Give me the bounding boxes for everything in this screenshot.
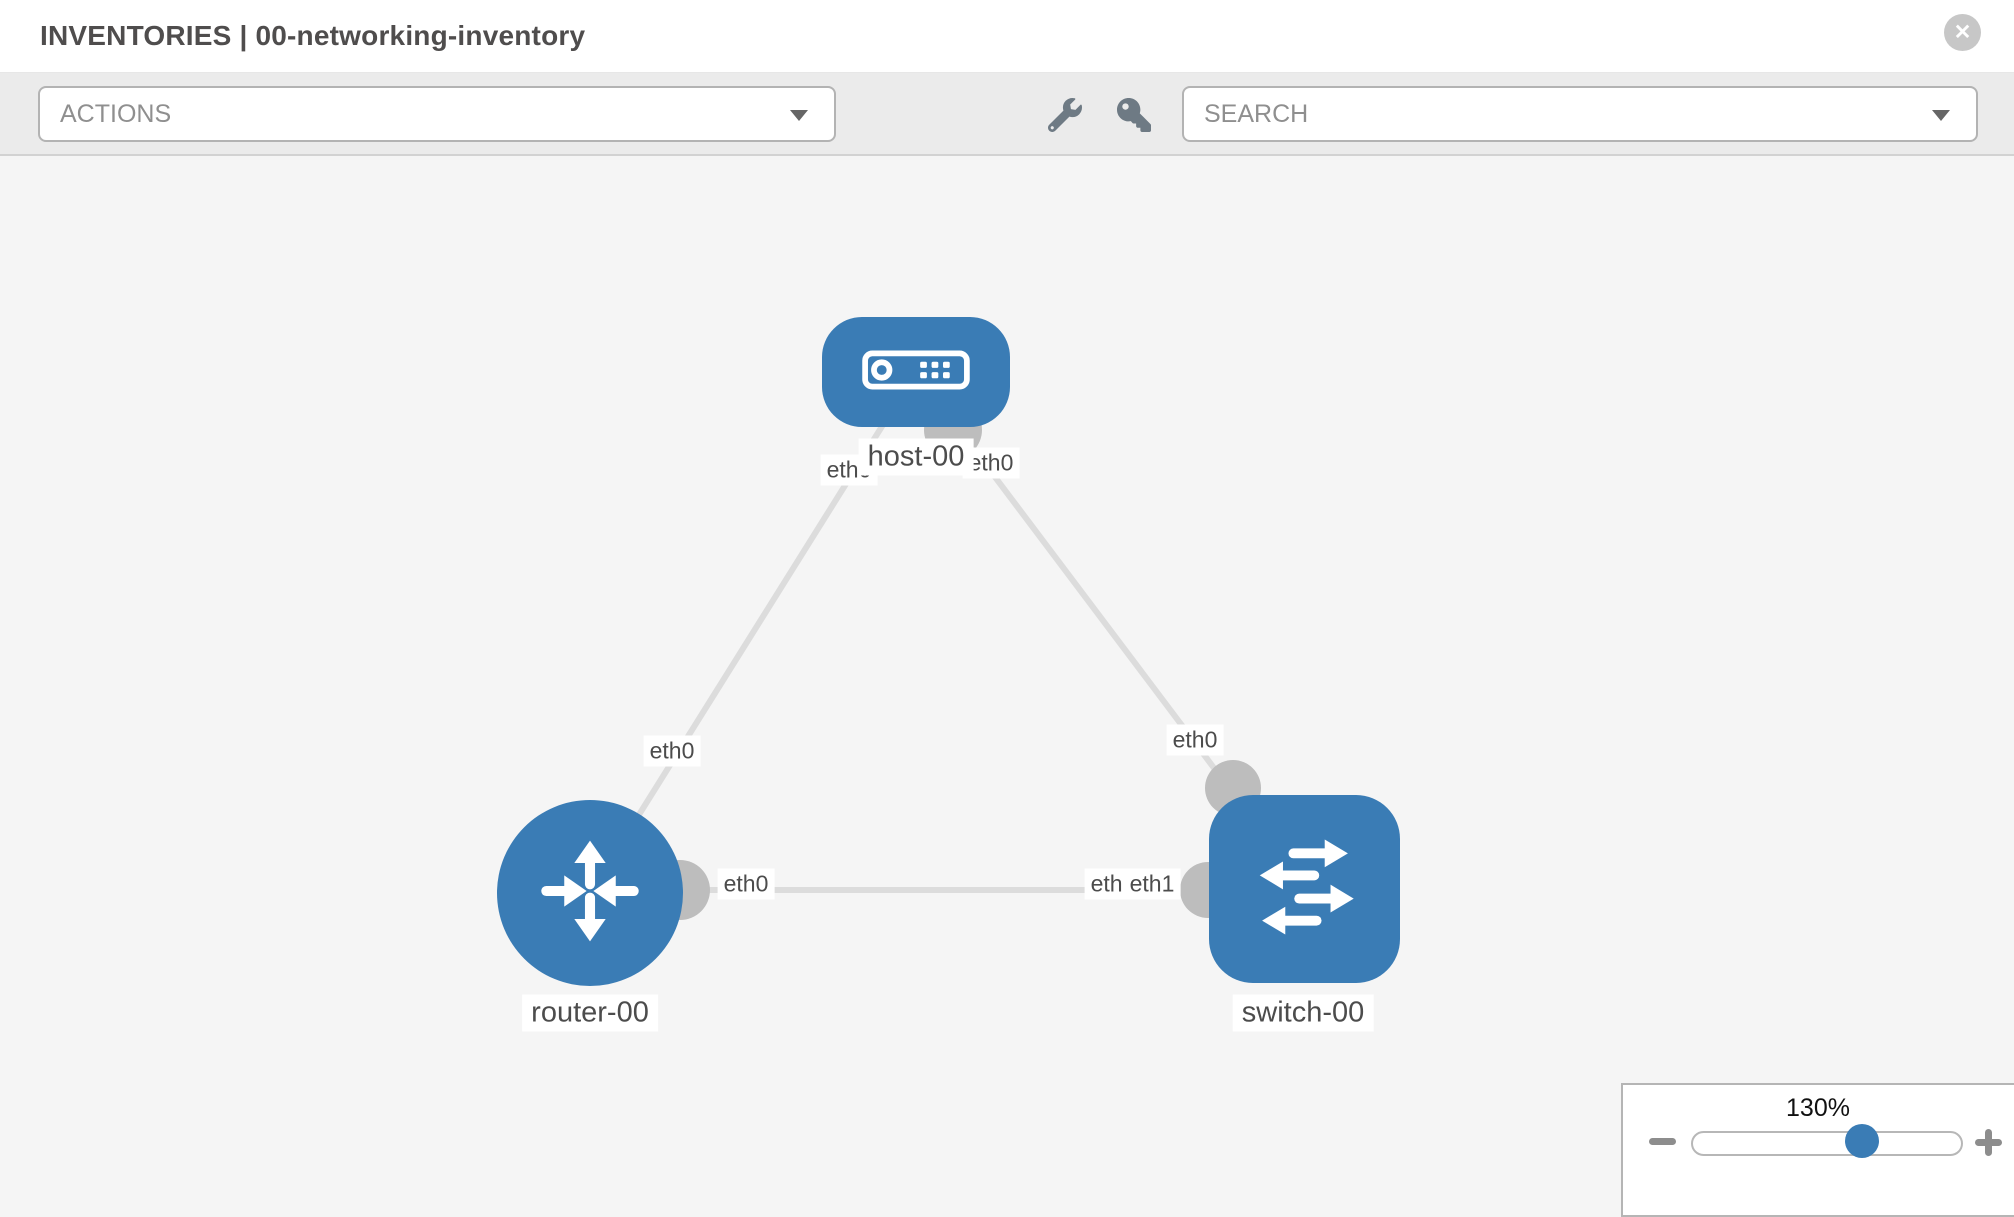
- router-icon: [534, 835, 646, 952]
- zoom-in-button[interactable]: [1975, 1129, 2002, 1156]
- zoom-out-button[interactable]: [1649, 1138, 1676, 1145]
- header: INVENTORIES | 00-networking-inventory ✕: [0, 0, 2014, 73]
- zoom-control: 130%: [1621, 1083, 2014, 1217]
- plus-icon: [1985, 1129, 1992, 1156]
- close-icon: ✕: [1953, 21, 1972, 44]
- zoom-slider-track[interactable]: [1691, 1124, 1963, 1158]
- chevron-down-icon: [1932, 110, 1950, 121]
- actions-dropdown[interactable]: ACTIONS: [38, 86, 836, 142]
- key-icon: [1117, 97, 1151, 135]
- page-title: INVENTORIES | 00-networking-inventory: [40, 20, 586, 51]
- node-host-00[interactable]: [822, 317, 1010, 427]
- wrench-icon: [1047, 97, 1082, 135]
- credentials-button[interactable]: [1112, 95, 1156, 137]
- host-icon: [862, 350, 970, 395]
- node-label-router: router-00: [522, 994, 658, 1032]
- search-dropdown-label: SEARCH: [1204, 100, 1309, 128]
- actions-dropdown-label: ACTIONS: [60, 100, 172, 128]
- chevron-down-icon: [790, 110, 808, 121]
- interface-label: eth0: [717, 868, 775, 900]
- zoom-slider-thumb[interactable]: [1845, 1124, 1879, 1158]
- interface-label: eth1: [1123, 868, 1181, 900]
- node-switch-00[interactable]: [1209, 795, 1400, 983]
- interface-label: eth0: [643, 735, 701, 767]
- close-button[interactable]: ✕: [1944, 14, 1981, 51]
- node-label-switch: switch-00: [1232, 994, 1374, 1032]
- toolbar: ACTIONS SEARCH: [0, 73, 2014, 156]
- node-router-00[interactable]: [497, 800, 683, 986]
- zoom-percentage: 130%: [1786, 1094, 1850, 1122]
- interface-label: eth0: [1166, 724, 1224, 756]
- node-label-host: host-00: [858, 438, 974, 476]
- search-dropdown[interactable]: SEARCH: [1182, 86, 1978, 142]
- switch-icon: [1247, 829, 1363, 950]
- configure-button[interactable]: [1043, 95, 1087, 137]
